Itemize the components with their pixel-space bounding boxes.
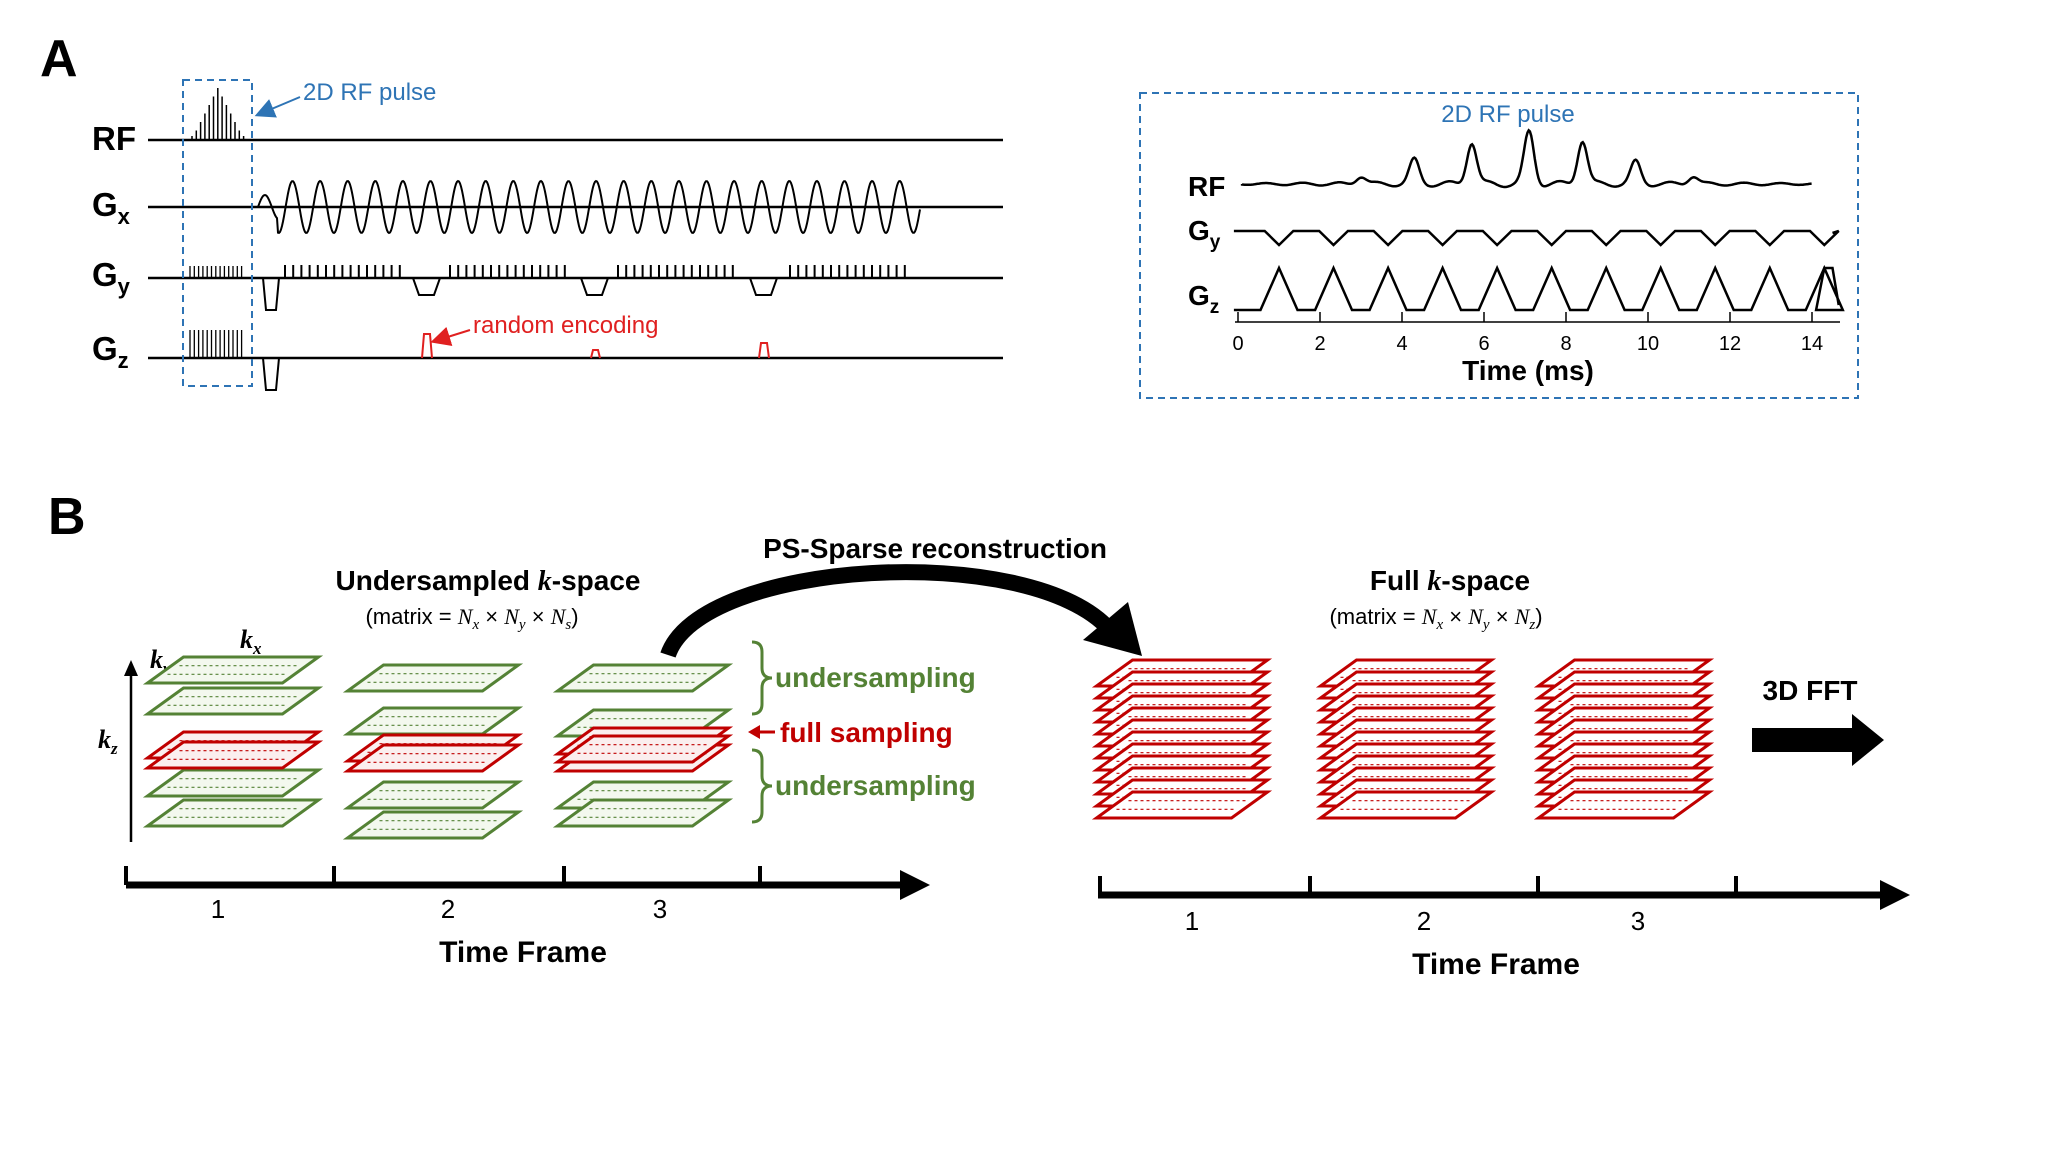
gy-rewind-lobe xyxy=(580,277,609,296)
rf-callout: 2D RF pulse xyxy=(303,79,436,106)
undersampling-brace-top xyxy=(751,640,773,716)
full-kspace-stacks xyxy=(1091,658,1715,820)
inset-tick-label: 14 xyxy=(1801,333,1823,355)
left-time-frame-label: Time Frame xyxy=(439,936,607,969)
undersampled-kspace-stacks xyxy=(142,655,734,840)
random-callout-arrow xyxy=(430,326,471,346)
gy-phase-encoding xyxy=(284,265,906,296)
kz-label: kz xyxy=(98,725,118,758)
gz-rewinder xyxy=(262,357,280,391)
kspace-plane xyxy=(142,655,324,685)
inset-axis-ticks: 0 2 4 6 8 10 12 14 xyxy=(1232,312,1823,355)
kspace-plane xyxy=(342,780,524,810)
left-time-axis-head xyxy=(900,870,930,900)
recon-arrow-arc xyxy=(660,564,1116,659)
right-frame-2: 2 xyxy=(1417,906,1431,936)
full-sampling-arrow-head xyxy=(748,725,760,739)
left-frame-3: 3 xyxy=(653,894,667,924)
gy-blip-train xyxy=(189,266,243,278)
kspace-plane xyxy=(142,686,324,716)
undersampling-label-bottom: undersampling xyxy=(775,770,976,801)
kspace-plane xyxy=(342,706,524,736)
kspace-plane xyxy=(342,743,524,773)
kspace-plane xyxy=(552,663,734,693)
panel-a-label: A xyxy=(40,30,78,88)
kspace-plane xyxy=(142,740,324,770)
inset-tick-label: 6 xyxy=(1478,333,1489,355)
full-kspace-title: Full k-space xyxy=(1370,565,1530,597)
fft-arrow xyxy=(1752,714,1884,766)
undersampled-title: Undersampled k-space xyxy=(336,565,641,597)
panel-b-label: B xyxy=(48,488,86,546)
inset-box xyxy=(1139,92,1859,399)
gx-readout-waveform xyxy=(257,179,921,235)
undersampling-brace-bottom xyxy=(751,748,773,824)
right-time-axis-head xyxy=(1880,880,1910,910)
kspace-plane xyxy=(1533,790,1715,820)
kspace-plane xyxy=(1315,790,1497,820)
rf-callout-arrow xyxy=(254,96,301,118)
kspace-plane xyxy=(1091,790,1273,820)
random-encoding-blip-2 xyxy=(590,349,601,359)
right-time-frame-label: Time Frame xyxy=(1412,948,1580,981)
undersampled-matrix: (matrix = Nx × Ny × Ns) xyxy=(365,604,578,633)
inset-rf-label: RF xyxy=(1188,171,1225,202)
gy-rewinder xyxy=(262,277,280,311)
full-kspace-matrix: (matrix = Nx × Ny × Nz) xyxy=(1329,604,1542,633)
left-frame-1: 1 xyxy=(211,894,225,924)
inset-tick-label: 4 xyxy=(1396,333,1407,355)
inset-tick-label: 12 xyxy=(1719,333,1741,355)
fft-label: 3D FFT xyxy=(1763,675,1858,706)
recon-arrow-head xyxy=(1083,602,1142,656)
rf-label: RF xyxy=(92,120,136,157)
gy-label: Gy xyxy=(92,256,131,299)
left-frame-2: 2 xyxy=(441,894,455,924)
rf-pulse-waveform xyxy=(191,88,245,140)
gy-rewind-lobe xyxy=(749,277,778,296)
random-encoding-blip-1 xyxy=(421,333,433,359)
kspace-plane xyxy=(342,663,524,693)
inset-xlabel: Time (ms) xyxy=(1462,355,1594,386)
right-frame-3: 3 xyxy=(1631,906,1645,936)
inset-tick-label: 10 xyxy=(1637,333,1659,355)
gx-label: Gx xyxy=(92,186,131,229)
undersampling-label-top: undersampling xyxy=(775,662,976,693)
rf-pulse-box xyxy=(182,79,253,387)
inset-gz-waveform xyxy=(1233,264,1845,312)
inset-gy-waveform xyxy=(1233,229,1840,247)
kspace-plane xyxy=(552,734,734,764)
kz-axis-head xyxy=(124,660,138,676)
inset-gy-label: Gy xyxy=(1188,215,1221,253)
kspace-plane xyxy=(552,798,734,828)
inset-tick-label: 8 xyxy=(1560,333,1571,355)
recon-label: PS-Sparse reconstruction xyxy=(763,533,1107,564)
gy-rewind-lobe xyxy=(412,277,441,296)
gz-label: Gz xyxy=(92,330,129,373)
right-frame-1: 1 xyxy=(1185,906,1199,936)
random-encoding-blip-3 xyxy=(758,342,770,359)
inset-tick-label: 0 xyxy=(1232,333,1243,355)
full-sampling-label: full sampling xyxy=(780,717,953,748)
random-encoding-callout: random encoding xyxy=(473,312,658,339)
kspace-plane xyxy=(142,768,324,798)
kspace-plane xyxy=(142,798,324,828)
inset-rf-waveform xyxy=(1240,128,1812,189)
gz-blip-train xyxy=(189,330,243,358)
kspace-plane xyxy=(342,810,524,840)
kx-label: kx xyxy=(240,625,262,658)
inset-tick-label: 2 xyxy=(1314,333,1325,355)
inset-gz-label: Gz xyxy=(1188,280,1219,318)
inset-title: 2D RF pulse xyxy=(1441,101,1574,128)
